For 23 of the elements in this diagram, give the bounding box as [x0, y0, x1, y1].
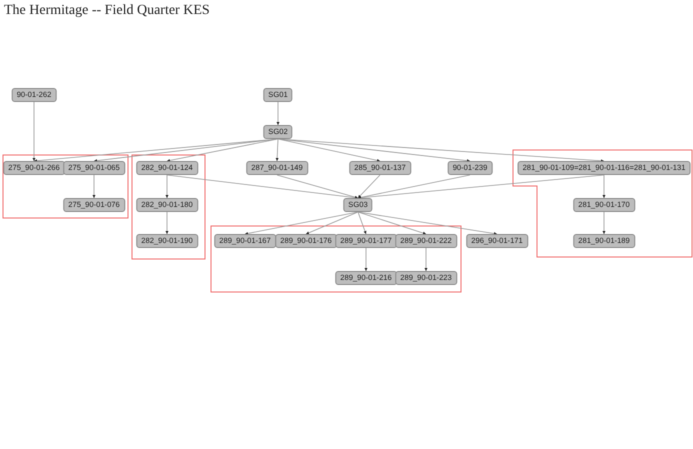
arrow [364, 248, 368, 272]
arrow [278, 138, 380, 162]
arrow [358, 212, 426, 234]
diagram-title: The Hermitage -- Field Quarter KES [4, 3, 210, 19]
arrow [166, 212, 168, 234]
arrow [358, 174, 604, 200]
arrow [358, 212, 366, 234]
arrow [276, 138, 279, 162]
arrow [32, 102, 36, 162]
arrow [276, 174, 358, 199]
arrow [244, 212, 358, 235]
arrow [166, 174, 358, 200]
arrow [166, 138, 278, 162]
arrow [358, 174, 380, 198]
arrow [92, 174, 96, 198]
arrow [306, 212, 358, 234]
arrow [166, 174, 168, 198]
arrow [276, 102, 280, 126]
arrow [424, 248, 428, 272]
arrow [602, 174, 606, 198]
arrow [602, 212, 606, 234]
arrow [358, 212, 498, 236]
arrow [358, 174, 470, 199]
